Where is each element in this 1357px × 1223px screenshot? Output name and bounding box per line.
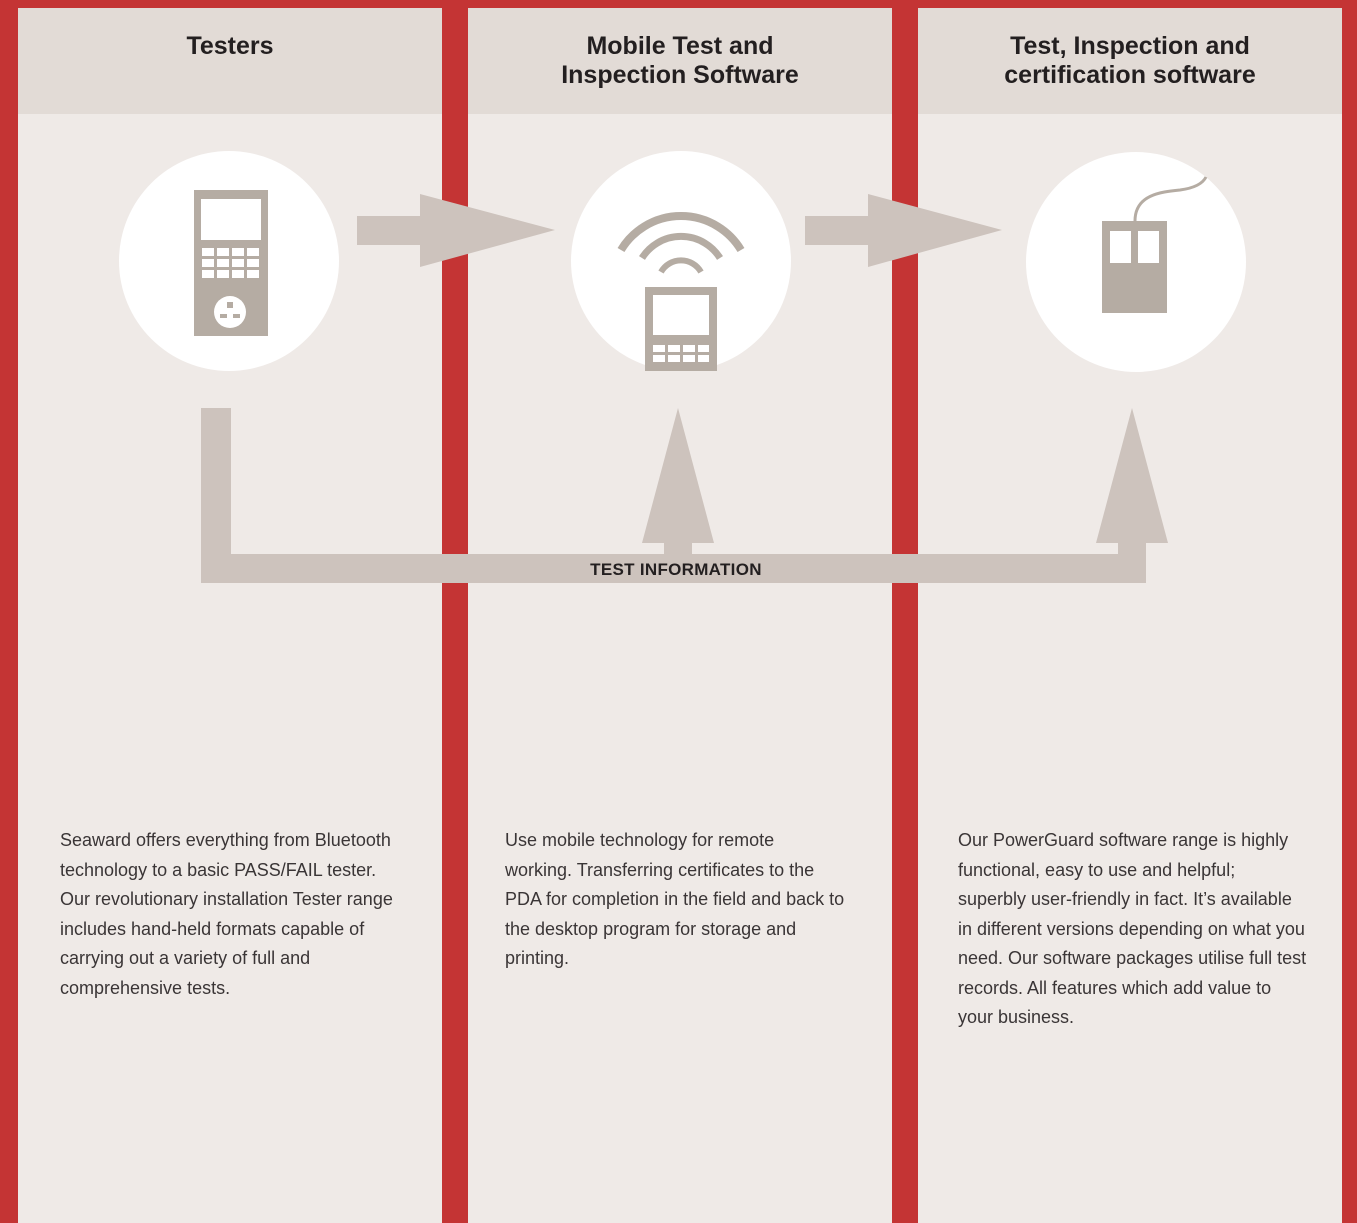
up-arrow-software xyxy=(1096,408,1168,543)
flow-down-bar xyxy=(201,408,231,583)
column-header: Testers xyxy=(18,8,442,114)
column-description: Our PowerGuard software range is highly … xyxy=(958,830,1307,1027)
column-header: Test, Inspection and certification softw… xyxy=(918,8,1342,114)
flow-horizontal-bar xyxy=(201,554,1146,583)
test-information-label: TEST INFORMATION xyxy=(590,560,762,579)
column-description: Use mobile technology for remote working… xyxy=(505,830,845,968)
handheld-tester-icon xyxy=(119,151,339,371)
column-title: Mobile Test and Inspection Software xyxy=(561,32,799,89)
column-title: Testers xyxy=(186,32,274,60)
computer-mouse-icon xyxy=(1026,152,1246,372)
arrow-right-1 xyxy=(357,194,555,267)
arrow-right-2 xyxy=(805,194,1002,267)
up-arrow-mobile xyxy=(642,408,714,543)
column-header: Mobile Test and Inspection Software xyxy=(468,8,892,114)
column-title: Test, Inspection and certification softw… xyxy=(1004,32,1256,89)
column-description: Seaward offers everything from Bluetooth… xyxy=(60,830,393,998)
test-information-flow xyxy=(201,408,1168,583)
horizontal-arrows xyxy=(357,194,1002,267)
wireless-pda-icon xyxy=(571,151,791,371)
